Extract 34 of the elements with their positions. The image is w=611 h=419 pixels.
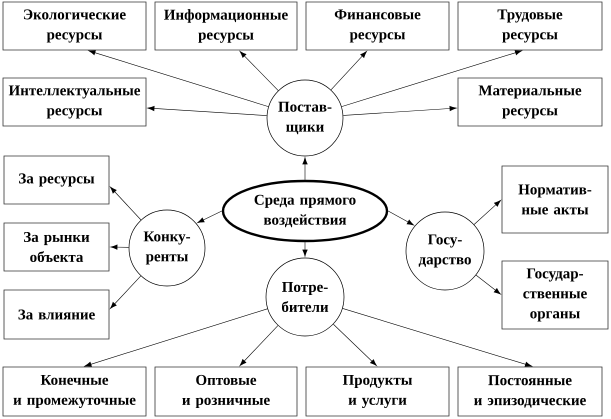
arrow xyxy=(240,325,278,366)
arrow xyxy=(110,276,142,309)
arrow xyxy=(342,308,532,367)
arrow xyxy=(110,186,142,220)
resource-box: Информационные ресурсы xyxy=(154,2,298,50)
resource-box: Продукты и услуги xyxy=(306,366,450,416)
arrow xyxy=(476,274,501,294)
resource-box: Государ- ственные органы xyxy=(502,260,608,330)
arrow xyxy=(84,308,268,367)
resource-box: За ресурсы xyxy=(4,156,110,204)
arrow xyxy=(330,51,367,90)
arrow xyxy=(240,51,279,91)
arrow xyxy=(302,157,308,180)
arrow xyxy=(302,242,308,257)
resource-box: Конечные и промежуточные xyxy=(2,366,146,416)
resource-box: За влияние xyxy=(4,290,110,340)
arrow xyxy=(341,50,522,107)
resource-box: Экологические ресурсы xyxy=(2,2,146,50)
arrow xyxy=(342,106,457,116)
arrow xyxy=(88,50,269,107)
resource-box: За рынки объекта xyxy=(4,222,110,272)
resource-box: Трудовые ресурсы xyxy=(458,2,602,50)
resource-box: Интеллектуальные ресурсы xyxy=(2,78,146,126)
arrow xyxy=(197,210,222,224)
resource-box: Постоянные и эпизодические xyxy=(458,366,602,416)
resource-box: Материальные ресурсы xyxy=(458,78,602,126)
resource-box: Норматив- ные акты xyxy=(502,166,608,234)
arrow xyxy=(333,324,377,366)
resource-box: Финансовые ресурсы xyxy=(306,2,450,50)
resource-box: Оптовые и розничные xyxy=(154,366,298,416)
arrow xyxy=(110,244,129,250)
arrow xyxy=(147,106,268,116)
arrow xyxy=(474,200,501,225)
arrow xyxy=(388,210,414,226)
